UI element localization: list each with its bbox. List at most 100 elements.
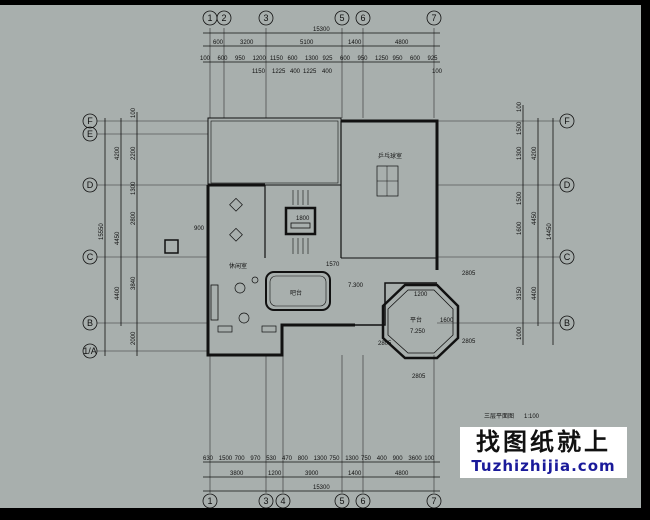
axis-bubble-top xyxy=(426,10,442,26)
dim-left-total: 15550 xyxy=(99,223,105,240)
dim-top-detail: 1225 xyxy=(272,69,286,75)
dim-bottom-detail: 750 xyxy=(361,456,372,462)
axis-bubble-right xyxy=(559,315,575,331)
dim-right-detail: 1300 xyxy=(517,146,523,160)
axis-label-right: D xyxy=(564,180,571,190)
dim-top: 1400 xyxy=(348,40,362,46)
axis-bubble-left xyxy=(82,249,98,265)
axis-bubble-left xyxy=(82,177,98,193)
dim-top: 4800 xyxy=(395,40,409,46)
axis-label-left: F xyxy=(87,116,93,126)
axis-bubble-top xyxy=(258,10,274,26)
dim-top-detail: 100 xyxy=(432,69,443,75)
dim-left-detail: 2000 xyxy=(131,331,137,345)
watermark: 找图纸就上 Tuzhizhijia.com xyxy=(460,427,627,478)
dim-bottom: 3900 xyxy=(305,471,319,477)
dim-top-detail: 400 xyxy=(322,69,333,75)
dim-left-detail: 2800 xyxy=(131,211,137,225)
plan-dimension: 1570 xyxy=(326,262,340,268)
dim-bottom-detail: 800 xyxy=(298,456,309,462)
axis-bubble-left xyxy=(82,126,98,142)
plan-dimension: 2805 xyxy=(462,339,476,345)
axis-bubble-bottom xyxy=(355,493,371,508)
dim-top-detail: 925 xyxy=(323,56,334,62)
dim-top: 5100 xyxy=(300,40,314,46)
elevation-mark: 7.250 xyxy=(410,329,426,335)
dim-top-detail: 950 xyxy=(358,56,369,62)
dim-right: 4200 xyxy=(532,146,538,160)
plan-dimension: 1800 xyxy=(296,216,310,222)
dim-top-detail: 600 xyxy=(410,56,421,62)
elevation-mark: 7.300 xyxy=(348,283,364,289)
dim-left-detail: 1300 xyxy=(131,181,137,195)
axis-bubble-left xyxy=(82,113,98,129)
dim-top-detail: 400 xyxy=(290,69,301,75)
plan-dimension: 900 xyxy=(194,226,205,232)
dim-right: 4400 xyxy=(532,286,538,300)
watermark-site: Tuzhizhijia.com xyxy=(471,457,616,475)
dim-right-detail: 1500 xyxy=(517,121,523,135)
dim-bottom: 3800 xyxy=(230,471,244,477)
axis-label-bottom: 4 xyxy=(280,496,285,506)
axis-bubble-right xyxy=(559,113,575,129)
dim-left-detail: 2200 xyxy=(131,146,137,160)
axis-label-top: 6 xyxy=(360,13,365,23)
dim-right: 4450 xyxy=(532,211,538,225)
dim-bottom: 1400 xyxy=(348,471,362,477)
dim-top-detail: 100 xyxy=(200,56,211,62)
dim-top: 3200 xyxy=(240,40,254,46)
dim-left: 4450 xyxy=(115,231,121,245)
axis-label-right: C xyxy=(564,252,571,262)
room-label: 休闲室 xyxy=(229,262,247,270)
axis-label-top: 7 xyxy=(431,13,436,23)
dim-bottom-detail: 1300 xyxy=(314,456,328,462)
axis-label-top: 3 xyxy=(263,13,268,23)
dim-bottom-detail: 630 xyxy=(203,456,214,462)
axis-label-bottom: 3 xyxy=(263,496,268,506)
stairs xyxy=(292,190,309,254)
walls xyxy=(164,117,460,360)
axis-label-top: 2 xyxy=(221,13,226,23)
axis-bubble-bottom xyxy=(202,493,218,508)
axis-label-left: D xyxy=(87,180,94,190)
axis-bubbles xyxy=(82,10,575,508)
axis-bubble-right xyxy=(559,177,575,193)
axis-grid xyxy=(97,28,560,493)
dim-left: 4200 xyxy=(115,146,121,160)
dim-top-detail: 1300 xyxy=(305,56,319,62)
dim-top-detail: 925 xyxy=(428,56,439,62)
axis-bubble-top xyxy=(216,10,232,26)
dim-left-detail: 100 xyxy=(131,107,137,118)
axis-label-right: F xyxy=(564,116,570,126)
room-label: 吧台 xyxy=(290,289,302,297)
dim-left: 4400 xyxy=(115,286,121,300)
axis-label-top: 5 xyxy=(339,13,344,23)
dim-top: 600 xyxy=(213,40,224,46)
plan-dimension: 2805 xyxy=(462,271,476,277)
plan-dimension: 1200 xyxy=(414,292,428,298)
dim-bottom-detail: 970 xyxy=(250,456,261,462)
dim-left-detail: 3840 xyxy=(131,276,137,290)
dim-top-detail: 600 xyxy=(218,56,229,62)
dim-top-detail: 1150 xyxy=(270,56,284,62)
axis-label-left: C xyxy=(87,252,94,262)
axis-bubble-bottom xyxy=(258,493,274,508)
room-label: 平台 xyxy=(410,316,422,324)
dim-top-detail: 1150 xyxy=(252,69,266,75)
axis-label-right: B xyxy=(564,318,570,328)
dim-bottom: 1200 xyxy=(268,471,282,477)
dim-bottom-detail: 470 xyxy=(282,456,293,462)
drawing-title: 三层平面图 xyxy=(484,413,514,420)
axis-bubble-left xyxy=(82,343,98,359)
axis-bubble-top xyxy=(355,10,371,26)
axis-label-bottom: 1 xyxy=(207,496,212,506)
axis-label-bottom: 5 xyxy=(339,496,344,506)
dimension-lines xyxy=(104,32,554,492)
dim-bottom-detail: 400 xyxy=(377,456,388,462)
dim-bottom-detail: 750 xyxy=(329,456,340,462)
room-label: 乒乓球室 xyxy=(378,152,402,160)
axis-label-left: E xyxy=(87,129,93,139)
dim-top-detail: 600 xyxy=(340,56,351,62)
